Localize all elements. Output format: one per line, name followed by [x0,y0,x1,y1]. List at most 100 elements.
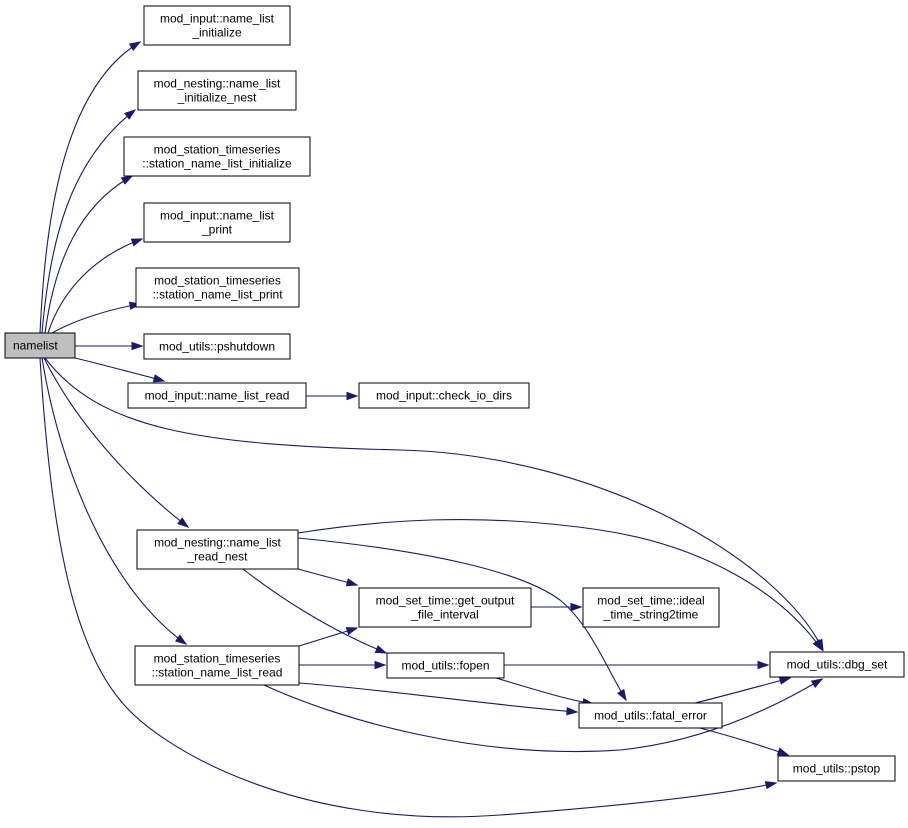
edge-namelist-to-mn_nlrn [43,357,190,528]
arrowhead-icon [175,634,188,645]
node-label: _read_nest [186,550,248,564]
node-label: mod_utils::fatal_error [594,709,707,723]
arrowhead-icon [566,706,579,716]
arrowhead-icon [757,660,770,670]
arrowhead-icon [764,781,778,790]
node-label: mod_station_timeseries [154,143,281,157]
node-label: mod_input::check_io_dirs [376,389,512,403]
node-mi-cid[interactable]: mod_input::check_io_dirs [358,382,530,409]
node-label: ::station_name_list_read [152,666,283,680]
node-mu-pshutdown[interactable]: mod_utils::pshutdown [143,333,291,360]
node-mst-its[interactable]: mod_set_time::ideal_time_string2time [582,587,720,628]
edge-namelist-to-mst_nlr [41,357,188,645]
node-label: mod_utils::pstop [793,762,881,776]
node-mi-nli[interactable]: mod_input::name_list_initialize [143,5,291,46]
edge-line [263,678,823,753]
node-mu-fopen[interactable]: mod_utils::fopen [386,652,505,679]
edge-namelist-to-mst_nlp [51,301,142,334]
node-label: mod_set_time::ideal [597,594,704,608]
node-label: mod_nesting::name_list [154,77,281,91]
node-label: _initialize [191,26,242,40]
node-mu-fatal[interactable]: mod_utils::fatal_error [578,702,723,729]
edge-namelist-to-mi_nli [39,41,142,334]
node-label: namelist [13,339,58,353]
arrowhead-icon [177,517,190,528]
node-label: mod_station_timeseries [154,652,281,666]
arrowhead-icon [120,175,134,185]
node-label: ::station_name_list_print [152,288,283,302]
edge-line [694,677,791,704]
node-label: _initialize_nest [177,91,257,105]
node-box [578,702,723,729]
arrowhead-icon [776,747,790,756]
node-mn-nlin[interactable]: mod_nesting::name_list_initialize_nest [137,70,297,111]
edge-namelist-to-mu_pshutdown [75,341,144,351]
node-mst-gofi[interactable]: mod_set_time::get_output_file_interval [358,587,532,628]
node-box [358,382,530,409]
arrowhead-icon [346,391,359,401]
node-box [136,529,299,570]
node-mu-pstop[interactable]: mod_utils::pstop [777,755,896,782]
arrowhead-icon [812,638,823,652]
arrowhead-icon [778,676,792,685]
edge-mn_nlrn-to-mu_dbg [297,519,823,652]
edge-mst_nlr-to-mu_dbg [263,678,824,753]
edge-mst_gofi-to-mst_its [531,602,583,612]
node-label: mod_input::name_list [160,12,275,26]
arrowhead-icon [131,341,144,351]
arrowhead-icon [374,660,387,670]
node-label: mod_input::name_list_read [145,389,290,403]
edge-mst_nlr-to-mu_fopen [299,660,387,670]
node-mst-nlp[interactable]: mod_station_timeseries::station_name_lis… [135,267,300,308]
node-box [134,645,300,686]
edge-line [495,677,594,705]
node-namelist: namelist [4,332,76,359]
edge-mst_nlr-to-mu_fatal [298,682,579,716]
node-box [127,382,307,409]
edge-mu_fopen-to-mu_fatal [495,677,595,707]
edge-mi_nlr-to-mi_cid [306,391,359,401]
edge-line [41,109,136,334]
arrowhead-icon [810,678,824,688]
node-label: _time_string2time [603,608,699,622]
node-box [358,587,532,628]
edge-line [699,727,789,756]
node-label: _print [201,223,233,237]
edge-line [298,682,578,713]
node-label: mod_utils::dbg_set [787,658,888,672]
node-box [777,755,896,782]
node-mi-nlp[interactable]: mod_input::name_list_print [143,202,291,243]
node-label: _file_interval [410,608,478,622]
edge-line [47,238,143,334]
arrowhead-icon [345,578,359,587]
node-box [137,70,297,111]
arrowhead-icon [616,688,627,702]
edge-line [51,303,141,334]
node-mu-dbg[interactable]: mod_utils::dbg_set [769,651,905,678]
node-box [386,652,505,679]
arrowhead-icon [345,627,359,636]
edge-namelist-to-mi_nlr [74,357,166,383]
node-mn-nlrn[interactable]: mod_nesting::name_list_read_nest [136,529,299,570]
edge-line [39,357,777,818]
edge-line [39,41,141,334]
edge-namelist-to-mn_nlin [41,109,137,334]
node-box [143,333,291,360]
node-mst-nli[interactable]: mod_station_timeseries::station_name_lis… [123,136,311,177]
arrowhead-icon [152,374,166,383]
node-mi-nlr[interactable]: mod_input::name_list_read [127,382,307,409]
node-label: mod_utils::pshutdown [159,340,275,354]
edge-mu_fopen-to-mu_dbg [504,660,770,670]
node-box [769,651,905,678]
function-nodes: namelistmod_input::name_list_initializem… [4,5,905,782]
edge-line [43,357,189,528]
node-box [143,202,291,243]
node-box [4,332,76,359]
edge-mn_nlrn-to-mst_gofi [297,568,359,587]
edge-mn_nlrn-to-mu_fopen [242,568,388,654]
arrowhead-icon [124,109,137,120]
node-mst-nlr[interactable]: mod_station_timeseries::station_name_lis… [134,645,300,686]
edge-mst_nlr-to-mst_gofi [298,627,359,647]
node-box [123,136,311,177]
edge-namelist-to-mu_pstop [39,357,778,818]
